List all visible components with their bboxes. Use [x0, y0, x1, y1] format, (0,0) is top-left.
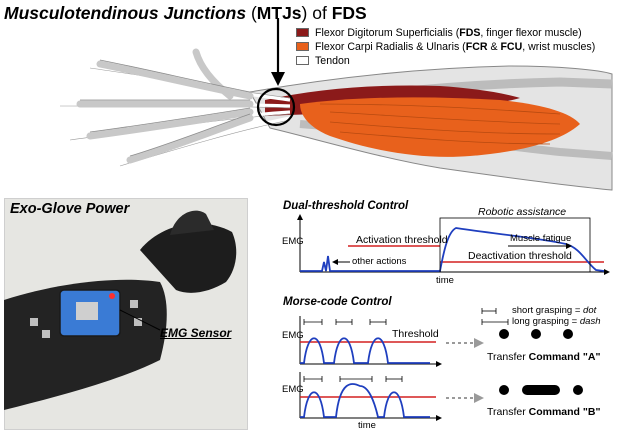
emg-sensor-label: EMG Sensor — [160, 326, 232, 340]
title-of: ) of — [301, 3, 332, 23]
fatigue-arrowhead — [566, 243, 572, 249]
legend-fcr-mid: & — [487, 41, 501, 53]
long-grasping-value: dash — [579, 316, 601, 327]
command-a-dot-3 — [563, 329, 573, 339]
other-actions-arrowhead — [332, 259, 338, 265]
dual-threshold-title: Dual-threshold Control — [283, 200, 409, 212]
morse-x-label: time — [358, 420, 376, 431]
glove-fingers — [170, 210, 214, 235]
electrode-strap — [30, 300, 142, 338]
morse-b-y-label: EMG — [282, 384, 304, 395]
photo-title: Exo-Glove Power — [10, 201, 130, 217]
glove-arm — [4, 279, 167, 410]
deactivation-threshold-label: Deactivation threshold — [468, 250, 572, 262]
dual-y-label: EMG — [282, 236, 304, 247]
fcr-fcu-muscle — [300, 97, 580, 157]
morse-a-x-arrow — [436, 361, 442, 367]
fcr-swatch — [296, 42, 309, 51]
legend-fds-post: , finger flexor muscle) — [480, 27, 582, 39]
morse-b-signal — [300, 383, 430, 418]
robotic-assistance-box — [439, 217, 591, 273]
legend-item-fds: Flexor Digitorum Superficialis (FDS, fin… — [296, 26, 595, 40]
muscle-legend: Flexor Digitorum Superficialis (FDS, fin… — [296, 26, 595, 68]
morse-b-duration-marks — [303, 376, 403, 382]
muscle-fibers — [319, 103, 561, 145]
legend-fcr-post: , wrist muscles) — [522, 41, 596, 53]
legend-tendon-label: Tendon — [315, 55, 350, 67]
legend-fds-bold: FDS — [459, 27, 481, 39]
morse-a-y-label: EMG — [282, 330, 304, 341]
short-grasping-value: dot — [583, 305, 597, 316]
transfer-a-arrowhead — [474, 338, 484, 348]
dual-y-arrow — [297, 214, 303, 220]
title-mtjs: MTJs — [256, 3, 302, 23]
dual-threshold-chart — [297, 214, 610, 275]
mtj-arrow-head — [271, 72, 285, 86]
title-italic: Musculotendinous Junctions — [4, 3, 247, 23]
transfer-a-pre: Transfer — [487, 351, 529, 363]
legend-fcr-pre: Flexor Carpi Radialis & Ulnaris ( — [315, 41, 466, 53]
figure-title: Musculotendinous Junctions (MTJs) of FDS — [4, 3, 367, 24]
command-b-dash — [522, 385, 560, 395]
emg-led — [109, 293, 115, 299]
glove-illustration — [4, 210, 237, 410]
other-actions-label: other actions — [352, 256, 407, 267]
fds-swatch — [296, 28, 309, 37]
legend-fcu-bold: FCU — [500, 41, 523, 53]
forearm-anatomy — [59, 18, 613, 191]
legend-fds-pre: Flexor Digitorum Superficialis ( — [315, 27, 460, 39]
emg-sensor-chip — [76, 302, 98, 320]
legend-fcr-bold: FCR — [465, 41, 488, 53]
morse-legend-marks — [481, 308, 509, 325]
glove-hand — [140, 223, 237, 293]
morse-code-title: Morse-code Control — [283, 296, 392, 308]
long-grasping-label: long grasping = — [512, 316, 580, 327]
activation-threshold-label: Activation threshold — [356, 234, 448, 246]
legend-item-tendon: Tendon — [296, 54, 595, 68]
legend-item-fcr-fcu: Flexor Carpi Radialis & Ulnaris (FCR & F… — [296, 40, 595, 54]
command-a-dot-1 — [499, 329, 509, 339]
transfer-command-b: Transfer Command "B" — [487, 406, 600, 418]
command-b-dot-2 — [573, 385, 583, 395]
robotic-assistance-label: Robotic assistance — [478, 206, 567, 218]
title-fds: FDS — [331, 3, 367, 23]
emg-sensor-pointer — [119, 309, 161, 331]
hand-bones — [76, 48, 254, 164]
transfer-command-a: Transfer Command "A" — [487, 351, 600, 363]
transfer-b-pre: Transfer — [487, 406, 529, 418]
dual-x-arrow — [604, 269, 610, 275]
morse-b-x-arrow — [436, 415, 442, 421]
hand-bone-outlines — [80, 59, 251, 157]
mtj-circle — [256, 87, 296, 127]
command-a-dot-2 — [531, 329, 541, 339]
short-grasping-legend: short grasping = dot — [512, 305, 596, 316]
transfer-b-command: Command "B" — [528, 406, 601, 418]
long-grasping-legend: long grasping = dash — [512, 316, 600, 327]
title-paren-open: ( — [246, 3, 257, 23]
command-b-dot-1 — [499, 385, 509, 395]
transfer-a-command: Command "A" — [528, 351, 601, 363]
dual-x-label: time — [436, 275, 454, 286]
tendon-swatch — [296, 56, 309, 65]
morse-a-duration-marks — [303, 319, 387, 325]
morse-a-signal — [300, 337, 430, 364]
threshold-label: Threshold — [392, 328, 439, 340]
muscle-fatigue-label: Muscle fatigue — [510, 233, 572, 244]
morse-code-chart — [299, 308, 583, 421]
short-grasping-label: short grasping = — [512, 305, 584, 316]
transfer-b-arrowhead — [474, 393, 484, 403]
